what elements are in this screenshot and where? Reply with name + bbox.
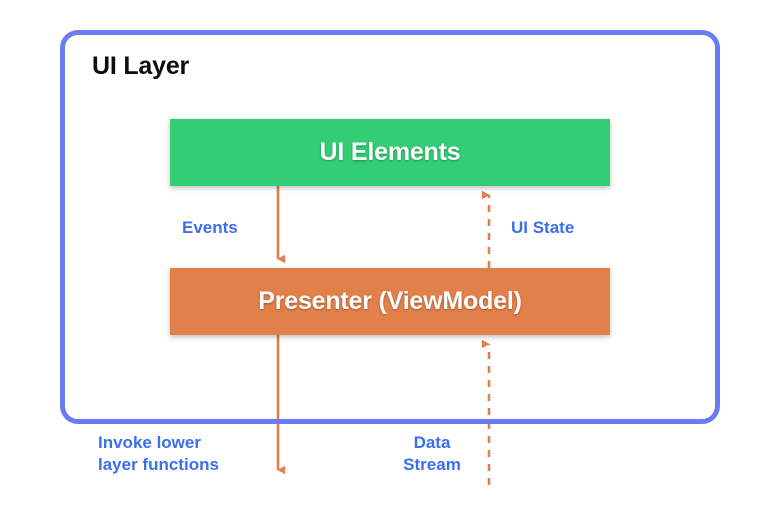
node-ui-elements[interactable]: UI Elements bbox=[170, 119, 610, 186]
ui-layer-container bbox=[60, 30, 720, 424]
ui-layer-title: UI Layer bbox=[92, 52, 190, 80]
node-ui-elements-label: UI Elements bbox=[319, 138, 461, 166]
edge-label-events: Events bbox=[182, 218, 238, 237]
edge-label-invoke-lower-layer-functions: Invoke lower layer functions bbox=[98, 433, 219, 475]
edge-label-data-stream: Data Stream bbox=[403, 433, 461, 475]
edge-label-ui-state: UI State bbox=[511, 218, 575, 237]
node-presenter-label: Presenter (ViewModel) bbox=[258, 287, 522, 315]
node-presenter[interactable]: Presenter (ViewModel) bbox=[170, 268, 610, 335]
